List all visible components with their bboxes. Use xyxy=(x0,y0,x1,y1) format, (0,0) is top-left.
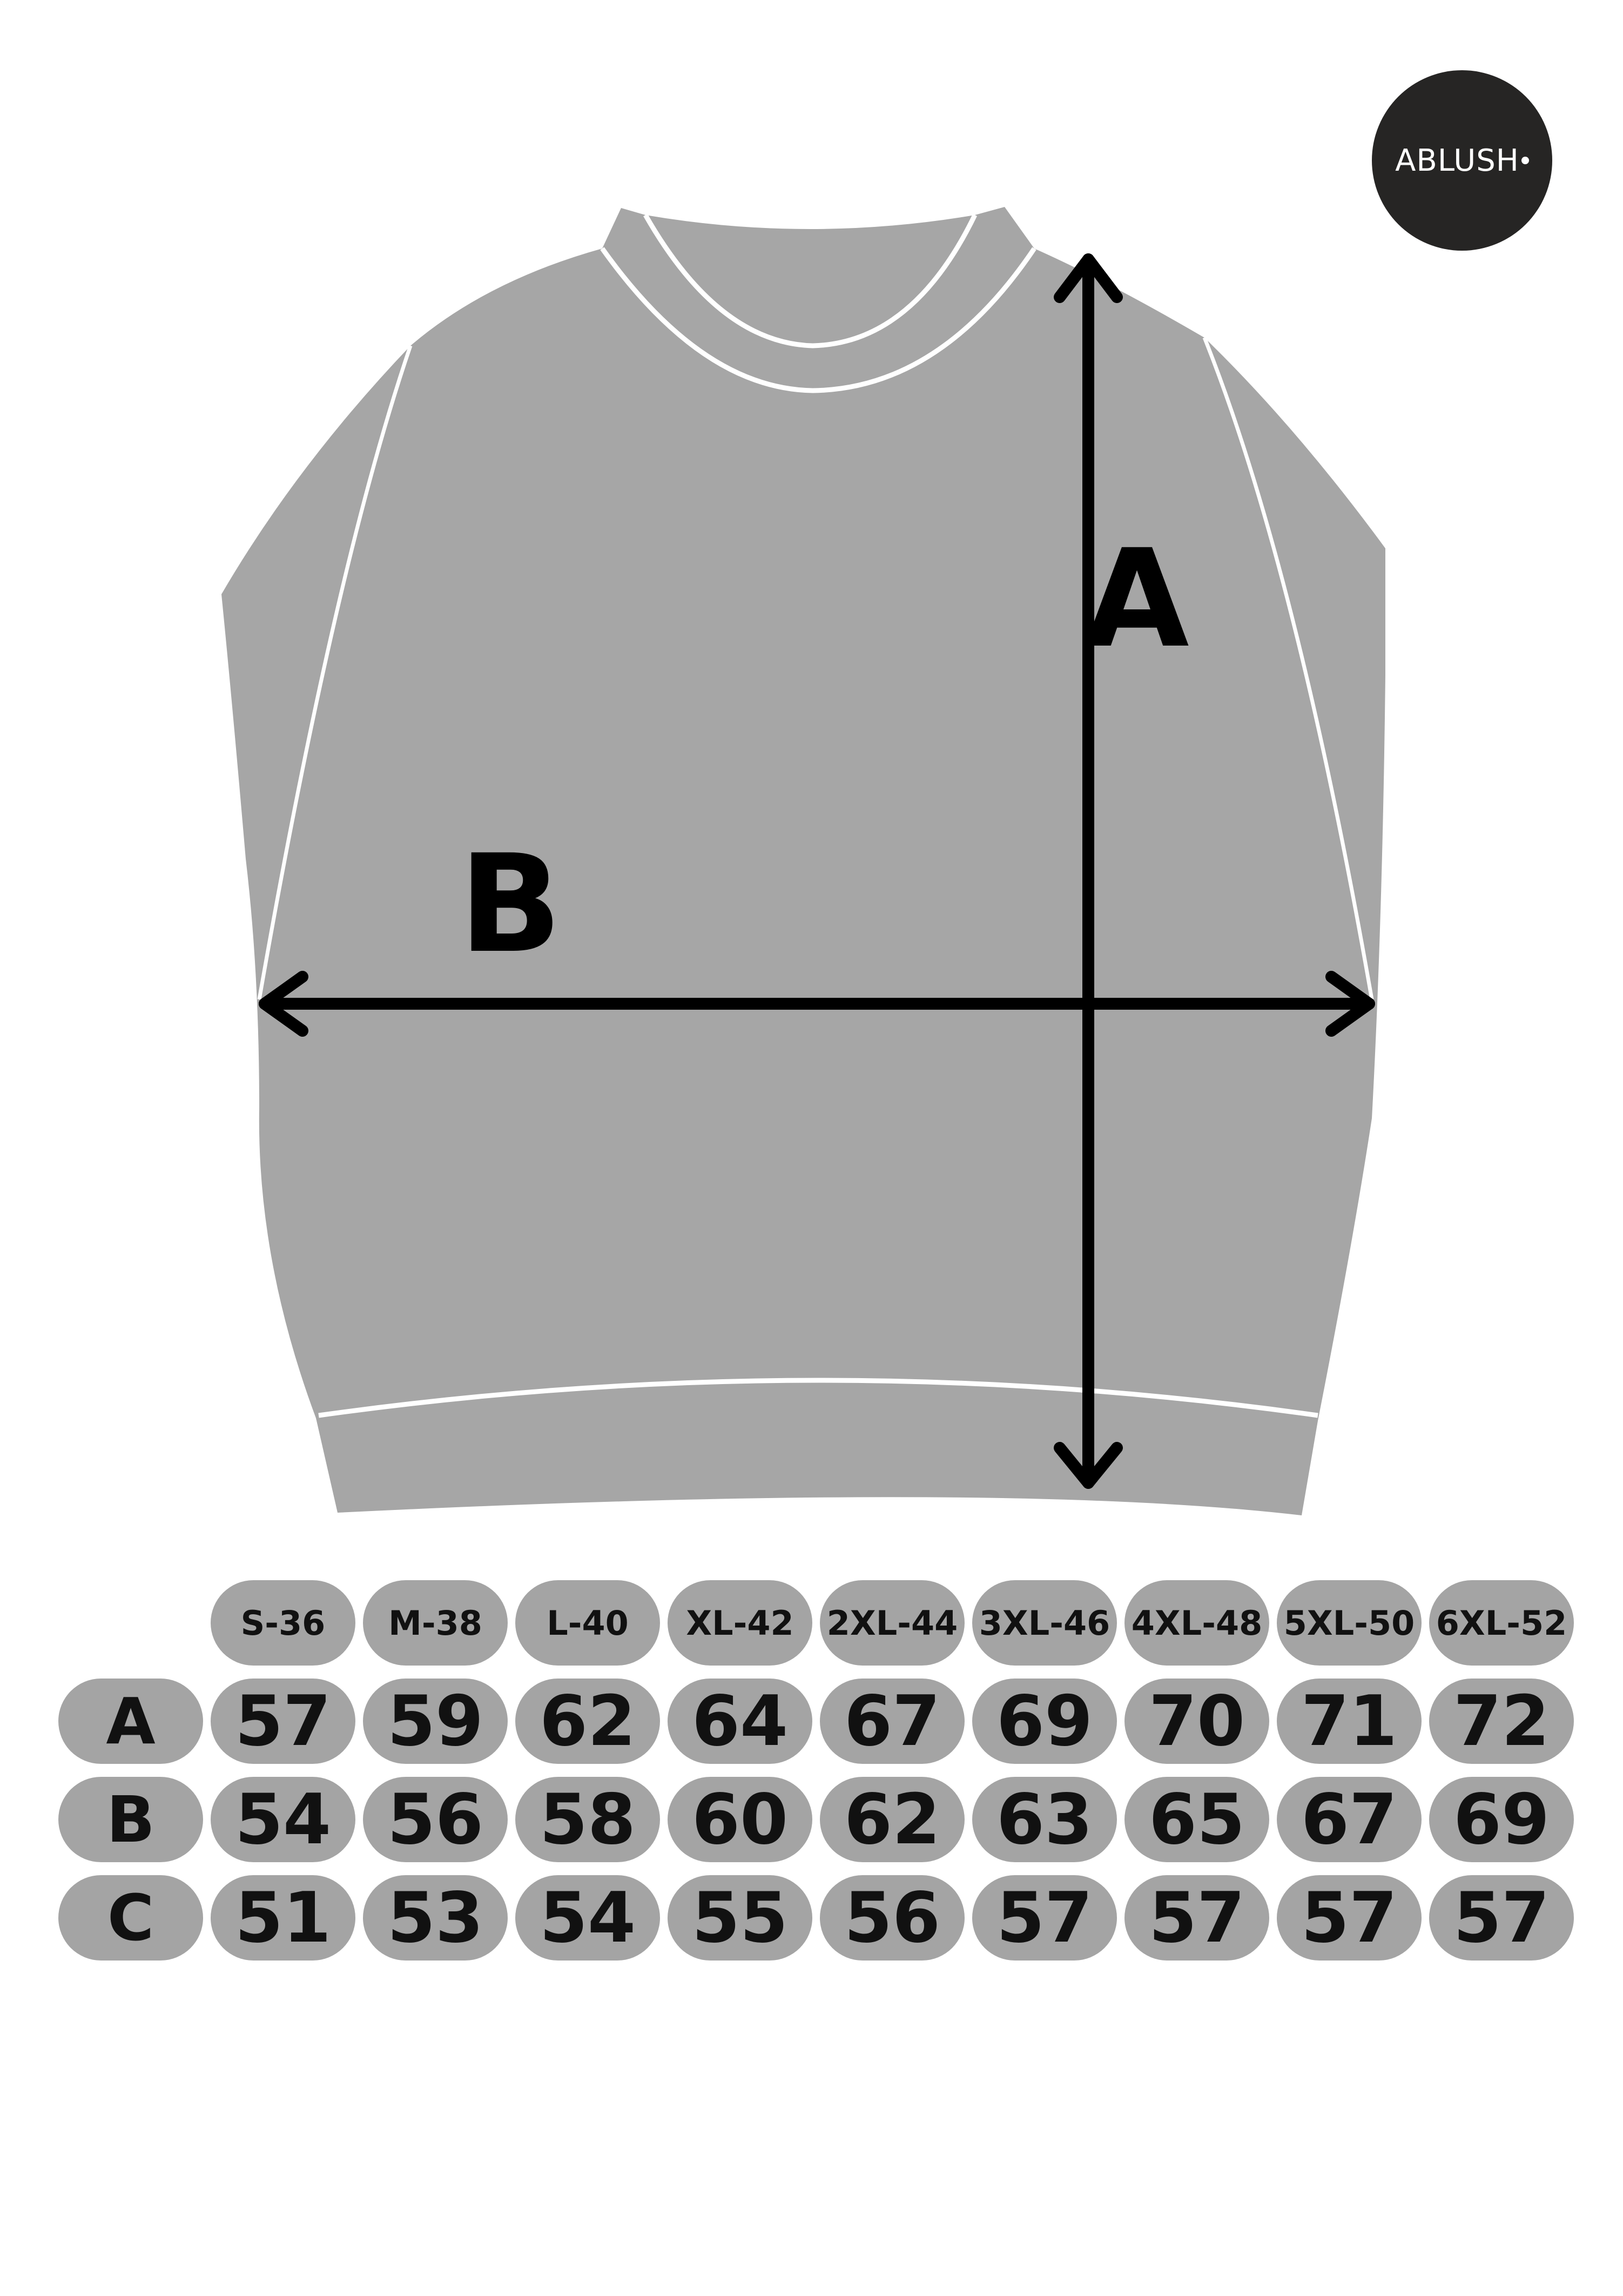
size-header: M-38 xyxy=(363,1580,508,1666)
measurement-cell: 70 xyxy=(1124,1679,1269,1764)
measurement-cell: 64 xyxy=(668,1679,812,1764)
measurement-cell: 54 xyxy=(515,1875,660,1961)
measurement-arrow-a xyxy=(1054,253,1123,1489)
measurement-cell: 65 xyxy=(1124,1777,1269,1862)
brand-logo: ABLUSH xyxy=(1372,70,1552,251)
size-header: 2XL-44 xyxy=(820,1580,965,1666)
measurement-cell: 59 xyxy=(363,1679,508,1764)
label-b: B xyxy=(459,825,562,983)
right-sleeve-seam xyxy=(1202,337,1374,1000)
measurement-cell: 57 xyxy=(1124,1875,1269,1961)
measurement-cell: 53 xyxy=(363,1875,508,1961)
measurement-cell: 56 xyxy=(820,1875,965,1961)
size-header: XL-42 xyxy=(668,1580,812,1666)
measurement-arrow-b xyxy=(259,971,1375,1037)
measurement-cell: 57 xyxy=(1429,1875,1574,1961)
measurement-cell: 62 xyxy=(515,1679,660,1764)
collar-outer-seam xyxy=(600,247,1036,393)
sweatshirt-body xyxy=(221,207,1385,1515)
measurement-cell: 62 xyxy=(820,1777,965,1862)
size-header: 4XL-48 xyxy=(1124,1580,1269,1666)
measurement-cell: 58 xyxy=(515,1777,660,1862)
measurement-cell: 57 xyxy=(1277,1875,1422,1961)
measurement-cell: 72 xyxy=(1429,1679,1574,1764)
measurement-cell: 56 xyxy=(363,1777,508,1862)
row-label: A xyxy=(58,1679,203,1764)
measurement-cell: 69 xyxy=(1429,1777,1574,1862)
measurement-cell: 55 xyxy=(668,1875,812,1961)
table-corner xyxy=(58,1580,203,1666)
measurement-cell: 67 xyxy=(1277,1777,1422,1862)
measurement-cell: 57 xyxy=(211,1679,355,1764)
measurement-cell: 57 xyxy=(972,1875,1117,1961)
collar-inner-seam xyxy=(643,213,978,348)
logo-dot-icon xyxy=(1521,157,1529,164)
measurement-cell: 51 xyxy=(211,1875,355,1961)
label-a: A xyxy=(1085,520,1189,677)
size-header: L-40 xyxy=(515,1580,660,1666)
size-header: 3XL-46 xyxy=(972,1580,1117,1666)
hem-seam xyxy=(318,1378,1318,1418)
row-label: C xyxy=(58,1875,203,1961)
size-header: S-36 xyxy=(211,1580,355,1666)
measurement-cell: 54 xyxy=(211,1777,355,1862)
measurement-cell: 69 xyxy=(972,1679,1117,1764)
measurement-cell: 63 xyxy=(972,1777,1117,1862)
row-label: B xyxy=(58,1777,203,1862)
measurement-cell: 71 xyxy=(1277,1679,1422,1764)
left-sleeve-seam xyxy=(257,345,413,1000)
size-header: 6XL-52 xyxy=(1429,1580,1574,1666)
measurement-cell: 67 xyxy=(820,1679,965,1764)
logo-text: ABLUSH xyxy=(1395,143,1519,178)
size-header: 5XL-50 xyxy=(1277,1580,1422,1666)
measurement-cell: 60 xyxy=(668,1777,812,1862)
